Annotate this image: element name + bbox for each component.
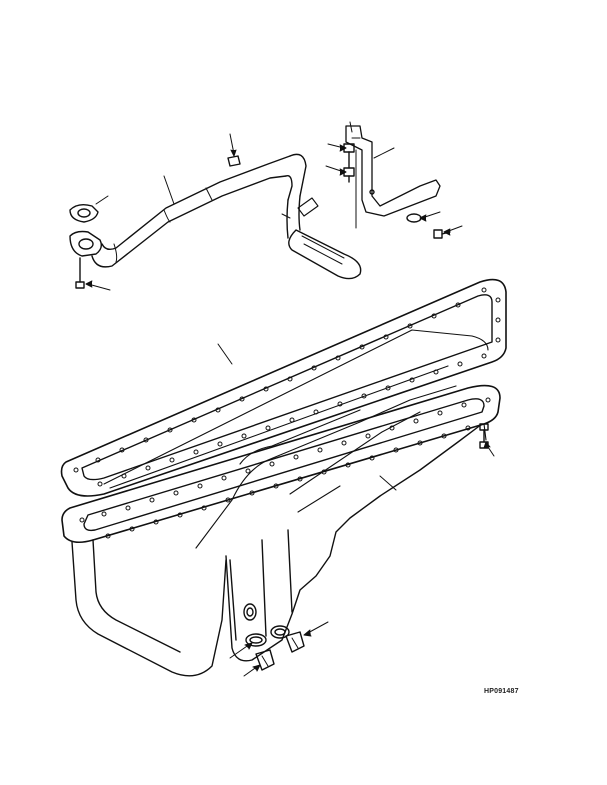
oil-pan: [61, 384, 501, 677]
oil-pan-gasket: [60, 278, 507, 497]
drain-plug-seal-ring: [245, 625, 290, 647]
suction-tube-bolt: [75, 257, 85, 289]
bracket-washer: [406, 213, 422, 223]
figure-reference-code: HP091487: [484, 688, 519, 695]
suction-tube-flange-gasket: [69, 203, 99, 223]
callout-leaders: [85, 121, 495, 677]
tube-clip-nut: [227, 155, 241, 167]
bracket-bolts: [343, 143, 355, 183]
suction-tube: [69, 153, 362, 280]
support-bracket: [345, 125, 441, 229]
